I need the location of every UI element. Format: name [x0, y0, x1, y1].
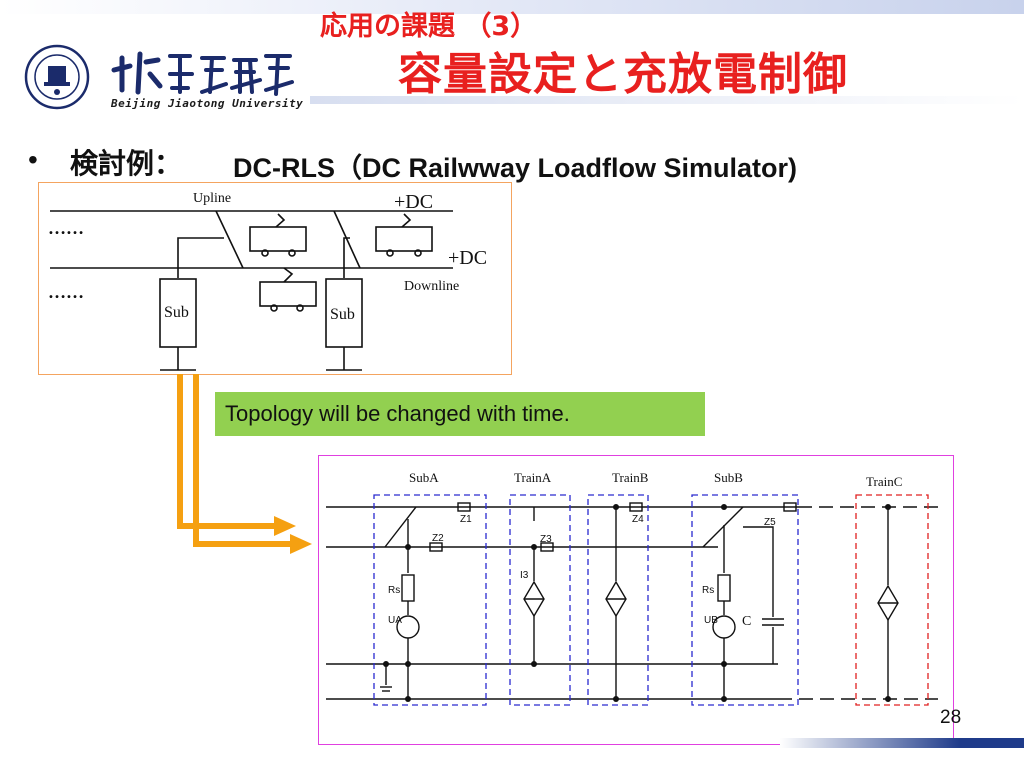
ellipsis-upper: ……	[48, 218, 84, 238]
rs-label-b: Rs	[702, 585, 714, 596]
z4-label: Z4	[632, 514, 644, 525]
bullet-label: 検討例：	[70, 147, 183, 180]
university-english-name: Beijing Jiaotong University	[111, 97, 304, 110]
crossover-2	[333, 210, 361, 269]
page-number: 28	[940, 707, 962, 728]
footer-bar	[960, 738, 1024, 748]
topology-note-text: Topology will be changed with time.	[225, 401, 570, 426]
sub2-label: Sub	[330, 306, 355, 323]
bullet-text: DC-RLS（DC Railwway Loadflow Simulator)	[233, 153, 798, 183]
feeder-sub2	[343, 237, 350, 278]
topology-diagram: Upline Downline +DC +DC …… …… Sub Sub	[48, 191, 487, 371]
trainB-region	[587, 494, 649, 706]
topology-diagram-frame	[38, 182, 512, 375]
rs-label-a: Rs	[388, 585, 400, 596]
ellipsis-lower: ……	[48, 282, 84, 302]
subA-region	[373, 494, 487, 706]
university-seal-logo	[24, 44, 90, 110]
train-3	[259, 281, 317, 307]
z2-label: Z2	[432, 533, 444, 544]
university-calligraphy-logo	[111, 51, 294, 96]
dc-label-upline: +DC	[394, 191, 433, 213]
subA-label: SubA	[409, 470, 439, 485]
capacitor-label: C	[742, 614, 751, 629]
ua-label: UA	[388, 615, 402, 626]
downline-label: Downline	[404, 279, 459, 294]
arrow-head-1-icon	[274, 516, 296, 536]
trainB-label: TrainB	[612, 470, 649, 485]
i3-label: I3	[520, 570, 529, 581]
feeder-sub1	[177, 237, 224, 278]
top-decoration-bar	[0, 0, 1024, 14]
transition-arrows	[177, 374, 312, 554]
z5-label: Z5	[764, 517, 776, 528]
z1-label: Z1	[460, 514, 472, 525]
z3-label: Z3	[540, 534, 552, 545]
slide-subtitle: 応用の課題 （3）	[320, 11, 538, 42]
slide-title: 容量設定と充放電制御	[398, 49, 848, 100]
trainA-label: TrainA	[514, 470, 552, 485]
train-2	[375, 226, 433, 252]
header-underline	[310, 96, 1024, 104]
sub1-label: Sub	[164, 304, 189, 321]
arrow-head-2-icon	[290, 534, 312, 554]
circuit-diagram: SubA TrainA TrainB SubB TrainC C Z1 Z2 Z…	[326, 470, 938, 706]
train-1	[249, 226, 307, 252]
trainC-region	[855, 494, 929, 706]
ub-label: UB	[704, 615, 718, 626]
trainA-region	[509, 494, 571, 706]
dc-label-downline: +DC	[448, 247, 487, 269]
circuit-diagram-frame	[318, 455, 954, 745]
subB-label: SubB	[714, 470, 743, 485]
crossover-1	[215, 210, 244, 269]
bullet-dot-icon: •	[28, 144, 38, 175]
upline-label: Upline	[193, 191, 231, 206]
subB-region	[691, 494, 799, 706]
topology-note: Topology will be changed with time.	[215, 392, 705, 436]
trainC-label: TrainC	[866, 474, 902, 489]
footer-gradient-bar	[780, 738, 960, 748]
